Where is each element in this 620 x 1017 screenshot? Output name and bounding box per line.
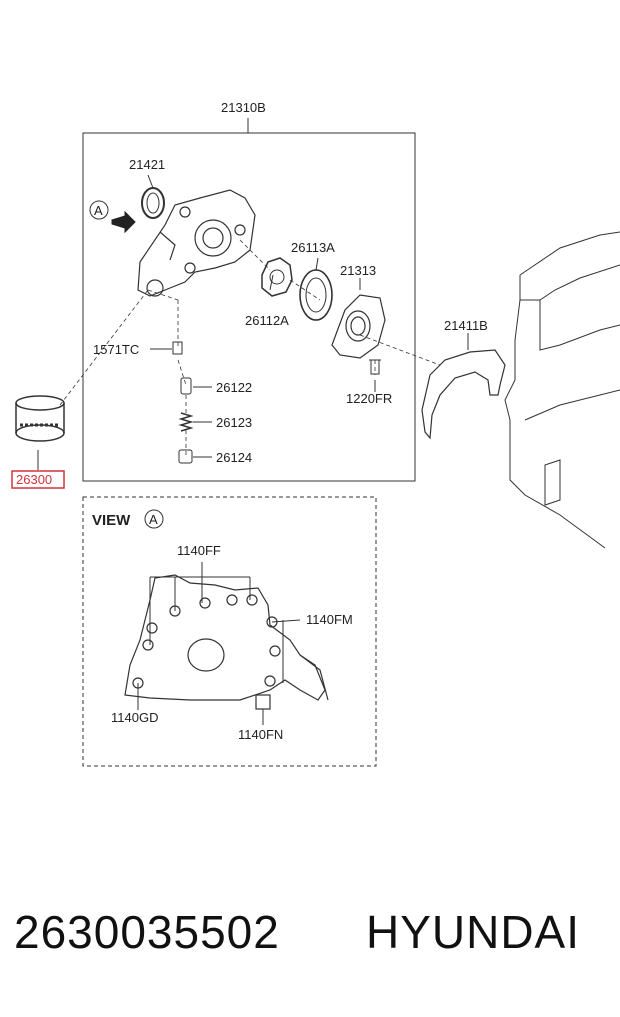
brand-name: HYUNDAI: [366, 906, 581, 958]
caption-bar: 2630035502 HYUNDAI: [14, 905, 614, 975]
gasket-shape: [421, 349, 506, 440]
part-label-plug: 26124: [216, 450, 252, 465]
assembly-label: 21310B: [221, 100, 266, 115]
oil-filter-shape: [15, 395, 65, 442]
plunger-shape: [180, 377, 192, 395]
view-title: VIEW: [92, 512, 131, 529]
oil-filter-label-box: [11, 470, 65, 489]
part-label-bolt-fr: 1220FR: [346, 391, 392, 406]
plug-shape: [178, 449, 193, 464]
part-label-cover: 21313: [340, 263, 376, 278]
spring-shape: [178, 412, 194, 432]
bolt-label-fn: 1140FN: [238, 727, 283, 742]
assembly-frame: [82, 132, 416, 482]
part-label-rotor-inner: 26112A: [245, 313, 289, 328]
outer-rotor-shape: [299, 269, 333, 321]
bolt-fr-shape: [369, 359, 381, 375]
oil-pump-body-shape: [137, 189, 256, 297]
view-a-pump-shape: [124, 574, 329, 710]
part-label-gasket: 21411B: [444, 318, 488, 333]
bolt-label-gd: 1140GD: [111, 710, 158, 725]
part-label-plunger: 26122: [216, 380, 252, 395]
view-marker-label: A: [94, 203, 103, 218]
oil-seal-shape: [141, 187, 165, 219]
bolt-label-ff: 1140FF: [177, 543, 221, 558]
part-label-seal: 21421: [129, 157, 165, 172]
view-arrow-shape: [111, 210, 136, 234]
bolt-tc-shape: [172, 341, 183, 355]
pump-cover-shape: [331, 294, 386, 359]
part-label-rotor-outer: 26113A: [291, 240, 335, 255]
inner-rotor-shape: [261, 257, 293, 297]
part-label-spring: 26123: [216, 415, 252, 430]
view-title-marker: A: [149, 512, 158, 527]
parts-diagram: 21310B 21421 A 26113A 21313 26112A 21411…: [11, 100, 620, 767]
part-number: 2630035502: [14, 906, 280, 958]
bolt-label-fm: 1140FM: [306, 612, 353, 627]
view-frame: [82, 496, 377, 767]
part-label-oil-filter[interactable]: 26300: [16, 472, 52, 487]
part-label-bolt-tc: 1571TC: [93, 342, 139, 357]
engine-block-shape: [504, 231, 620, 549]
